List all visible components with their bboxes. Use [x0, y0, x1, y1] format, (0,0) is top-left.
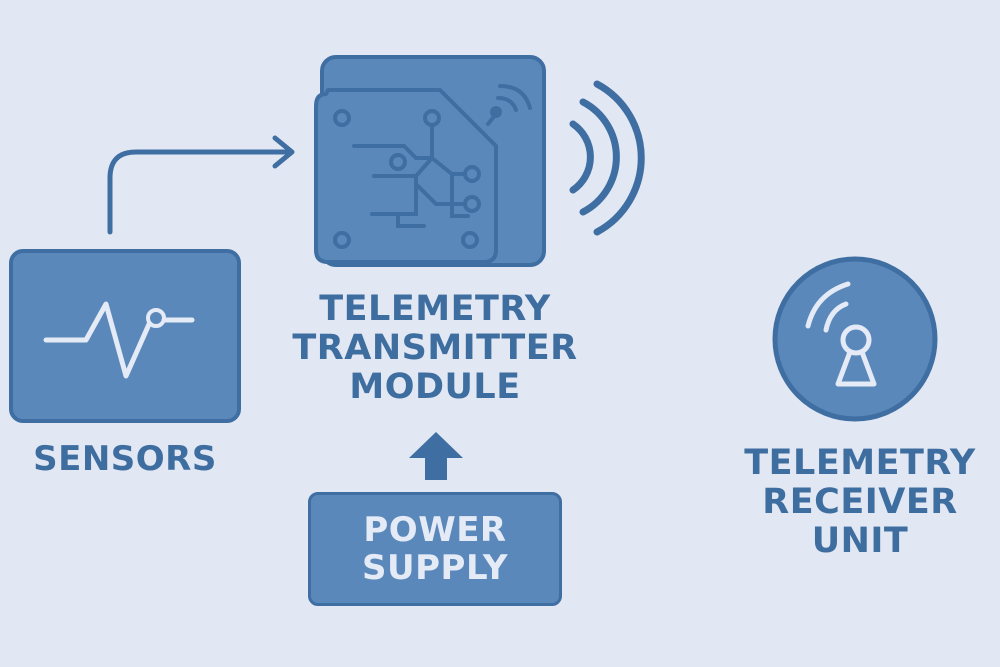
power-supply-box: POWER SUPPLY — [308, 492, 562, 606]
transmitter-label-line3: MODULE — [349, 367, 521, 408]
circuit-traces — [352, 112, 498, 228]
receiver-label-line3: UNIT — [811, 521, 909, 562]
broadcast-waves-icon — [569, 80, 645, 236]
sensors-box — [9, 249, 241, 423]
receiver-label: TELEMETRY RECEIVER UNIT — [725, 443, 995, 562]
receiver-label-line1: TELEMETRY — [744, 443, 976, 483]
receiver-unit-icon — [772, 256, 938, 422]
antenna-icon — [805, 281, 877, 387]
receiver-label-line2: RECEIVER — [762, 482, 958, 523]
circuit-nodes — [333, 109, 481, 249]
power-supply-label-line1: POWER — [363, 509, 507, 550]
small-signal-icon — [490, 84, 532, 118]
transmitter-label-line1: TELEMETRY — [319, 289, 551, 329]
sensors-label-text: SENSORS — [33, 439, 217, 479]
sensors-label: SENSORS — [20, 440, 230, 478]
waveform-icon — [43, 301, 195, 379]
power-up-arrow — [409, 432, 463, 480]
transmitter-label-line2: TRANSMITTER — [292, 328, 578, 369]
power-supply-label-line2: SUPPLY — [362, 548, 508, 588]
transmitter-module-icon — [314, 55, 546, 267]
transmitter-label: TELEMETRY TRANSMITTER MODULE — [280, 289, 590, 408]
